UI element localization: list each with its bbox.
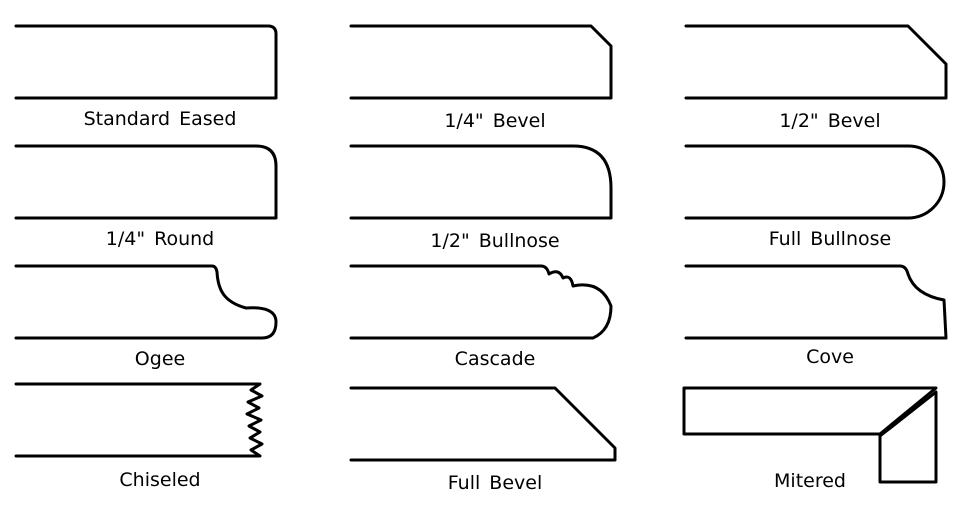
- profile-quarter-bevel: 1/4" Bevel: [345, 20, 645, 140]
- quarter-round-label: 1/4" Round: [105, 228, 215, 250]
- profile-standard-eased: Standard Eased: [10, 20, 310, 140]
- half-bevel-label: 1/2" Bevel: [779, 110, 881, 132]
- profile-cascade: Cascade: [345, 260, 645, 380]
- profile-cove: Cove: [680, 260, 960, 380]
- ogee-label: Ogee: [134, 348, 186, 370]
- profile-mitered: Mitered: [680, 378, 960, 498]
- quarter-round-shape: [14, 144, 278, 220]
- cove-shape: [684, 264, 948, 340]
- full-bullnose-shape: [684, 144, 946, 220]
- half-bullnose-shape: [349, 144, 613, 220]
- mitered-label: Mitered: [774, 470, 846, 492]
- cove-label: Cove: [806, 346, 854, 368]
- profile-quarter-round: 1/4" Round: [10, 140, 310, 260]
- profile-half-bullnose: 1/2" Bullnose: [345, 140, 645, 260]
- half-bevel-shape: [684, 24, 948, 100]
- full-bevel-label: Full Bevel: [447, 472, 543, 494]
- full-bullnose-label: Full Bullnose: [768, 228, 892, 250]
- chiseled-shape: [14, 382, 264, 458]
- profile-full-bevel: Full Bevel: [345, 378, 645, 498]
- half-bullnose-label: 1/2" Bullnose: [430, 230, 560, 252]
- standard-eased-shape: [14, 24, 278, 100]
- profile-chiseled: Chiseled: [10, 378, 310, 498]
- profile-ogee: Ogee: [10, 260, 310, 380]
- full-bevel-shape: [349, 386, 617, 462]
- quarter-bevel-label: 1/4" Bevel: [444, 110, 546, 132]
- quarter-bevel-shape: [349, 24, 613, 100]
- mitered-shape: [682, 386, 938, 484]
- profile-full-bullnose: Full Bullnose: [680, 140, 960, 260]
- ogee-shape: [14, 264, 278, 340]
- chiseled-label: Chiseled: [119, 469, 201, 491]
- profile-half-bevel: 1/2" Bevel: [680, 20, 960, 140]
- cascade-label: Cascade: [454, 348, 536, 370]
- cascade-shape: [349, 264, 613, 340]
- standard-eased-label: Standard Eased: [83, 108, 237, 130]
